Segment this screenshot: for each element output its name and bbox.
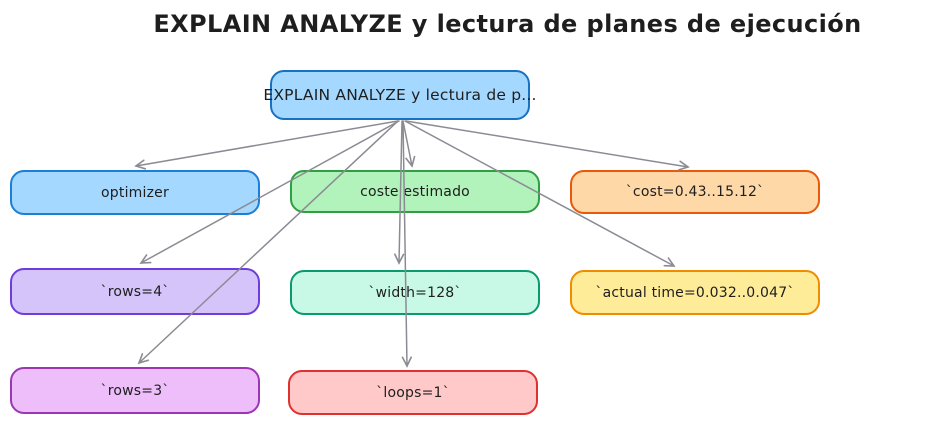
arrow-root-to-coste-estimado — [402, 120, 416, 168]
node-optimizer-label: optimizer — [101, 184, 169, 201]
node-loops-1-label: `loops=1` — [376, 384, 450, 401]
node-rows-4-label: `rows=4` — [100, 283, 170, 300]
node-optimizer[interactable]: optimizer — [10, 170, 260, 215]
diagram-title: EXPLAIN ANALYZE y lectura de planes de e… — [153, 10, 862, 38]
node-actual-time-label: `actual time=0.032..0.047` — [595, 284, 795, 301]
node-rows-4[interactable]: `rows=4` — [10, 268, 260, 315]
node-cost-value[interactable]: `cost=0.43..15.12` — [570, 170, 820, 214]
node-rows-3-label: `rows=3` — [100, 382, 170, 399]
node-actual-time[interactable]: `actual time=0.032..0.047` — [570, 270, 820, 315]
arrow-root-to-loops-1 — [401, 120, 413, 368]
arrow-root-to-rows-3 — [137, 120, 399, 365]
node-root-label: EXPLAIN ANALYZE y lectura de p... — [263, 86, 537, 104]
node-coste-estimado[interactable]: coste estimado — [290, 170, 540, 213]
arrow-root-to-cost — [405, 120, 690, 171]
arrow-root-to-optimizer — [134, 120, 399, 170]
node-rows-3[interactable]: `rows=3` — [10, 367, 260, 414]
node-loops-1[interactable]: `loops=1` — [288, 370, 538, 415]
node-coste-estimado-label: coste estimado — [360, 183, 470, 200]
node-cost-value-label: `cost=0.43..15.12` — [625, 184, 765, 200]
node-width-128[interactable]: `width=128` — [290, 270, 540, 315]
node-width-128-label: `width=128` — [368, 284, 462, 301]
node-root[interactable]: EXPLAIN ANALYZE y lectura de p... — [263, 70, 536, 120]
